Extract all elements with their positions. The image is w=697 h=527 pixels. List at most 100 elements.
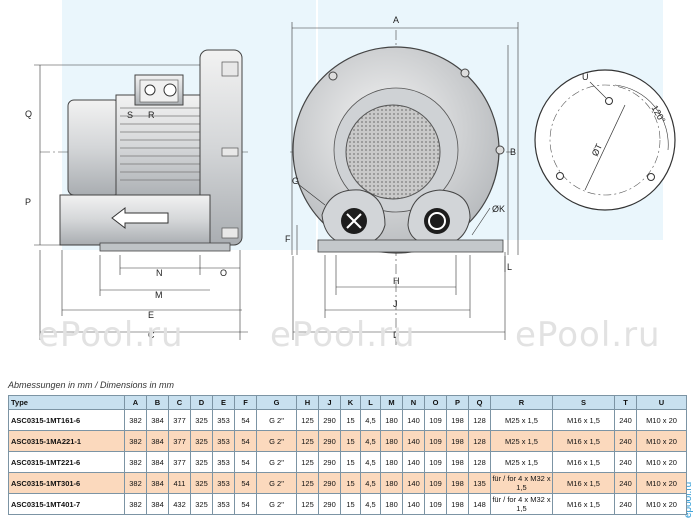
value-cell: 384	[146, 430, 169, 452]
value-cell: G 2"	[256, 493, 297, 515]
value-cell: 353	[212, 409, 235, 431]
value-cell: 4,5	[360, 472, 381, 494]
watermark: ePool.ru	[38, 315, 184, 355]
value-cell: 140	[402, 430, 425, 452]
value-cell: 198	[446, 409, 469, 431]
col-header: E	[212, 395, 235, 410]
value-cell: G 2"	[256, 472, 297, 494]
technical-drawing: Q P S R N O M E C	[25, 0, 676, 345]
value-cell: 109	[424, 409, 447, 431]
col-header: K	[340, 395, 361, 410]
value-cell: 382	[124, 472, 147, 494]
value-cell: M10 x 20	[636, 493, 687, 515]
flange-label-u: U	[582, 72, 589, 82]
col-header: N	[402, 395, 425, 410]
value-cell: 353	[212, 430, 235, 452]
col-header: U	[636, 395, 687, 410]
value-cell: 54	[234, 409, 257, 431]
flange-label-t: ØT	[590, 142, 605, 158]
dim-label-l: L	[507, 262, 512, 272]
value-cell: 382	[124, 451, 147, 473]
value-cell: 125	[296, 430, 319, 452]
dim-label-a: A	[393, 15, 399, 25]
value-cell: 128	[468, 430, 491, 452]
value-cell: 325	[190, 430, 213, 452]
value-cell: 109	[424, 451, 447, 473]
value-cell: 140	[402, 472, 425, 494]
col-header: R	[490, 395, 553, 410]
value-cell: 290	[318, 409, 341, 431]
value-cell: M10 x 20	[636, 430, 687, 452]
value-cell: 4,5	[360, 409, 381, 431]
table-header-row: Type A B C D E F G H J K L M N O P Q R S…	[8, 395, 687, 410]
value-cell: M10 x 20	[636, 409, 687, 431]
col-header: C	[168, 395, 191, 410]
value-cell: 54	[234, 472, 257, 494]
value-cell: M25 x 1,5	[490, 409, 553, 431]
value-cell: 54	[234, 430, 257, 452]
col-header: M	[380, 395, 403, 410]
value-cell: 135	[468, 472, 491, 494]
value-cell: 382	[124, 493, 147, 515]
dim-label-e: E	[148, 310, 154, 320]
value-cell: 382	[124, 430, 147, 452]
dim-label-f: F	[285, 234, 291, 244]
col-header: D	[190, 395, 213, 410]
col-header: F	[234, 395, 257, 410]
dim-label-c: C	[148, 330, 155, 340]
value-cell: 180	[380, 409, 403, 431]
col-header: A	[124, 395, 147, 410]
value-cell: 4,5	[360, 451, 381, 473]
value-cell: 148	[468, 493, 491, 515]
dim-label-k: ØK	[492, 204, 505, 214]
value-cell: 15	[340, 430, 361, 452]
value-cell: M16 x 1,5	[552, 493, 615, 515]
side-view: Q P S R N O M E C	[25, 49, 250, 340]
dim-label-b: B	[510, 147, 516, 157]
watermark: ePool.ru	[270, 315, 416, 355]
dim-label-n: N	[156, 268, 163, 278]
col-header: B	[146, 395, 169, 410]
value-cell: 198	[446, 493, 469, 515]
value-cell: 432	[168, 493, 191, 515]
table-caption: Abmessungen in mm / Dimensions in mm	[8, 380, 175, 390]
col-header: Type	[8, 395, 125, 410]
value-cell: 125	[296, 409, 319, 431]
value-cell: 377	[168, 430, 191, 452]
value-cell: 180	[380, 430, 403, 452]
value-cell: 325	[190, 493, 213, 515]
type-cell: ASC0315-1MT221-6	[8, 451, 125, 473]
dim-label-q: Q	[25, 109, 32, 119]
value-cell: M25 x 1,5	[490, 430, 553, 452]
value-cell: 240	[614, 409, 637, 431]
value-cell: 240	[614, 472, 637, 494]
type-cell: ASC0315-1MT161-6	[8, 409, 125, 431]
value-cell: 54	[234, 493, 257, 515]
value-cell: 377	[168, 409, 191, 431]
value-cell: 109	[424, 430, 447, 452]
value-cell: 290	[318, 493, 341, 515]
dim-label-p: P	[25, 197, 31, 207]
dim-label-m: M	[155, 290, 163, 300]
col-header: P	[446, 395, 469, 410]
value-cell: 377	[168, 451, 191, 473]
dim-label-r: R	[148, 110, 155, 120]
value-cell: 125	[296, 451, 319, 473]
value-cell: 15	[340, 409, 361, 431]
dimensions-table: Type A B C D E F G H J K L M N O P Q R S…	[8, 395, 687, 515]
value-cell: 140	[402, 409, 425, 431]
value-cell: 240	[614, 430, 637, 452]
value-cell: 198	[446, 451, 469, 473]
value-cell: 325	[190, 451, 213, 473]
value-cell: 240	[614, 451, 637, 473]
value-cell: M16 x 1,5	[552, 430, 615, 452]
value-cell: für / for 4 x M32 x 1,5	[490, 493, 553, 515]
col-header: J	[318, 395, 341, 410]
value-cell: 290	[318, 451, 341, 473]
value-cell: 240	[614, 493, 637, 515]
value-cell: 198	[446, 472, 469, 494]
